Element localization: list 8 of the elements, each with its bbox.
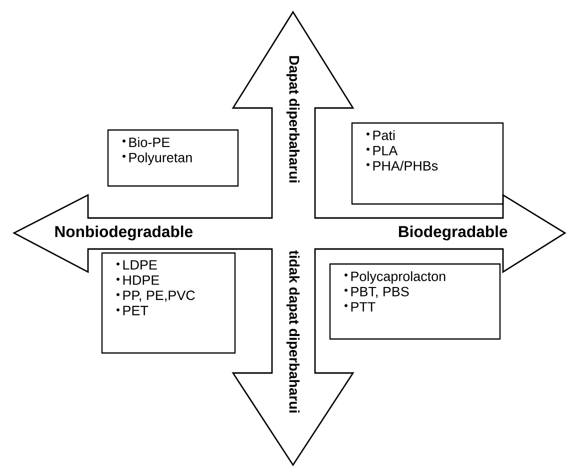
list-box: Polycaprolacton PBT, PBS PTT [329,263,501,340]
arrow-label: Biodegradable [398,226,508,240]
list-box: Pati PLA PHA/PHBs [351,122,504,205]
list-box: Bio-PE Polyuretan [107,129,239,187]
list-box: LDPE HDPE PP, PE,PVC PET [101,252,236,354]
arrow-label: tidak dapat diperbaharui [286,250,300,412]
arrow-label: Nonbiodegradable [55,226,193,240]
arrow-label: Dapat diperbaharui [286,56,300,182]
